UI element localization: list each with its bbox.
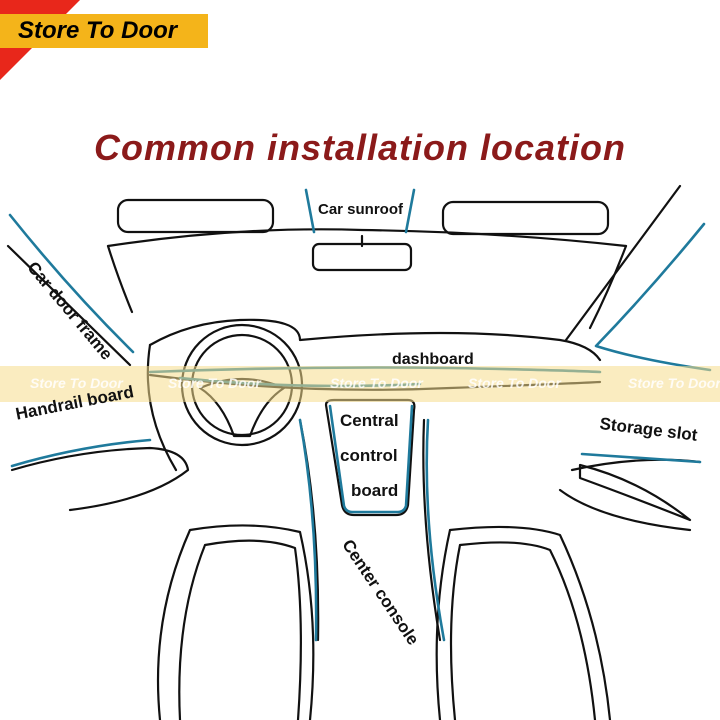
led-central-board (328, 404, 414, 514)
right-sun-visor (441, 200, 610, 236)
label-dashboard: dashboard (392, 351, 474, 368)
led-sunroof-left (304, 188, 316, 234)
left-seat-inner (178, 539, 302, 720)
watermark-text: Store To Door (468, 375, 561, 391)
windshield-frame (106, 228, 628, 248)
dashboard-top (148, 318, 602, 362)
left-seat (156, 524, 315, 720)
watermark-text: Store To Door (30, 375, 123, 391)
left-sun-visor (116, 198, 275, 234)
led-door-frame-left (8, 213, 135, 354)
watermark-text: Store To Door (628, 375, 720, 391)
diagram-title: Common installation location (93, 127, 627, 168)
led-sunroof-right (404, 188, 416, 234)
label-central-line-1: Central (340, 411, 399, 430)
watermark-band (0, 366, 720, 402)
left-a-pillar (6, 244, 132, 367)
windshield-right-pillar (588, 244, 628, 330)
label-central-line-3: board (351, 481, 399, 500)
right-door-handle (578, 463, 692, 522)
rear-view-mirror (311, 242, 413, 272)
console-right-edge (422, 418, 442, 642)
led-door-frame-right (594, 222, 712, 372)
led-console-right (425, 418, 446, 642)
label-car-sunroof: Car sunroof (318, 201, 404, 218)
watermark-text: Store To Door (330, 375, 423, 391)
right-seat-inner (449, 541, 597, 720)
watermark-text: Store To Door (168, 375, 261, 391)
left-door-lower (146, 343, 178, 472)
brand-badge (0, 14, 208, 48)
label-central-line-2: control (340, 446, 398, 465)
brand-name: Store To Door (18, 17, 178, 44)
windshield-left-pillar (106, 244, 134, 314)
left-door-panel (10, 446, 190, 512)
right-a-pillar (564, 184, 682, 342)
led-console-left (298, 418, 318, 642)
led-handrail (10, 438, 152, 468)
led-storage-slot (580, 452, 702, 464)
right-seat (435, 525, 612, 720)
